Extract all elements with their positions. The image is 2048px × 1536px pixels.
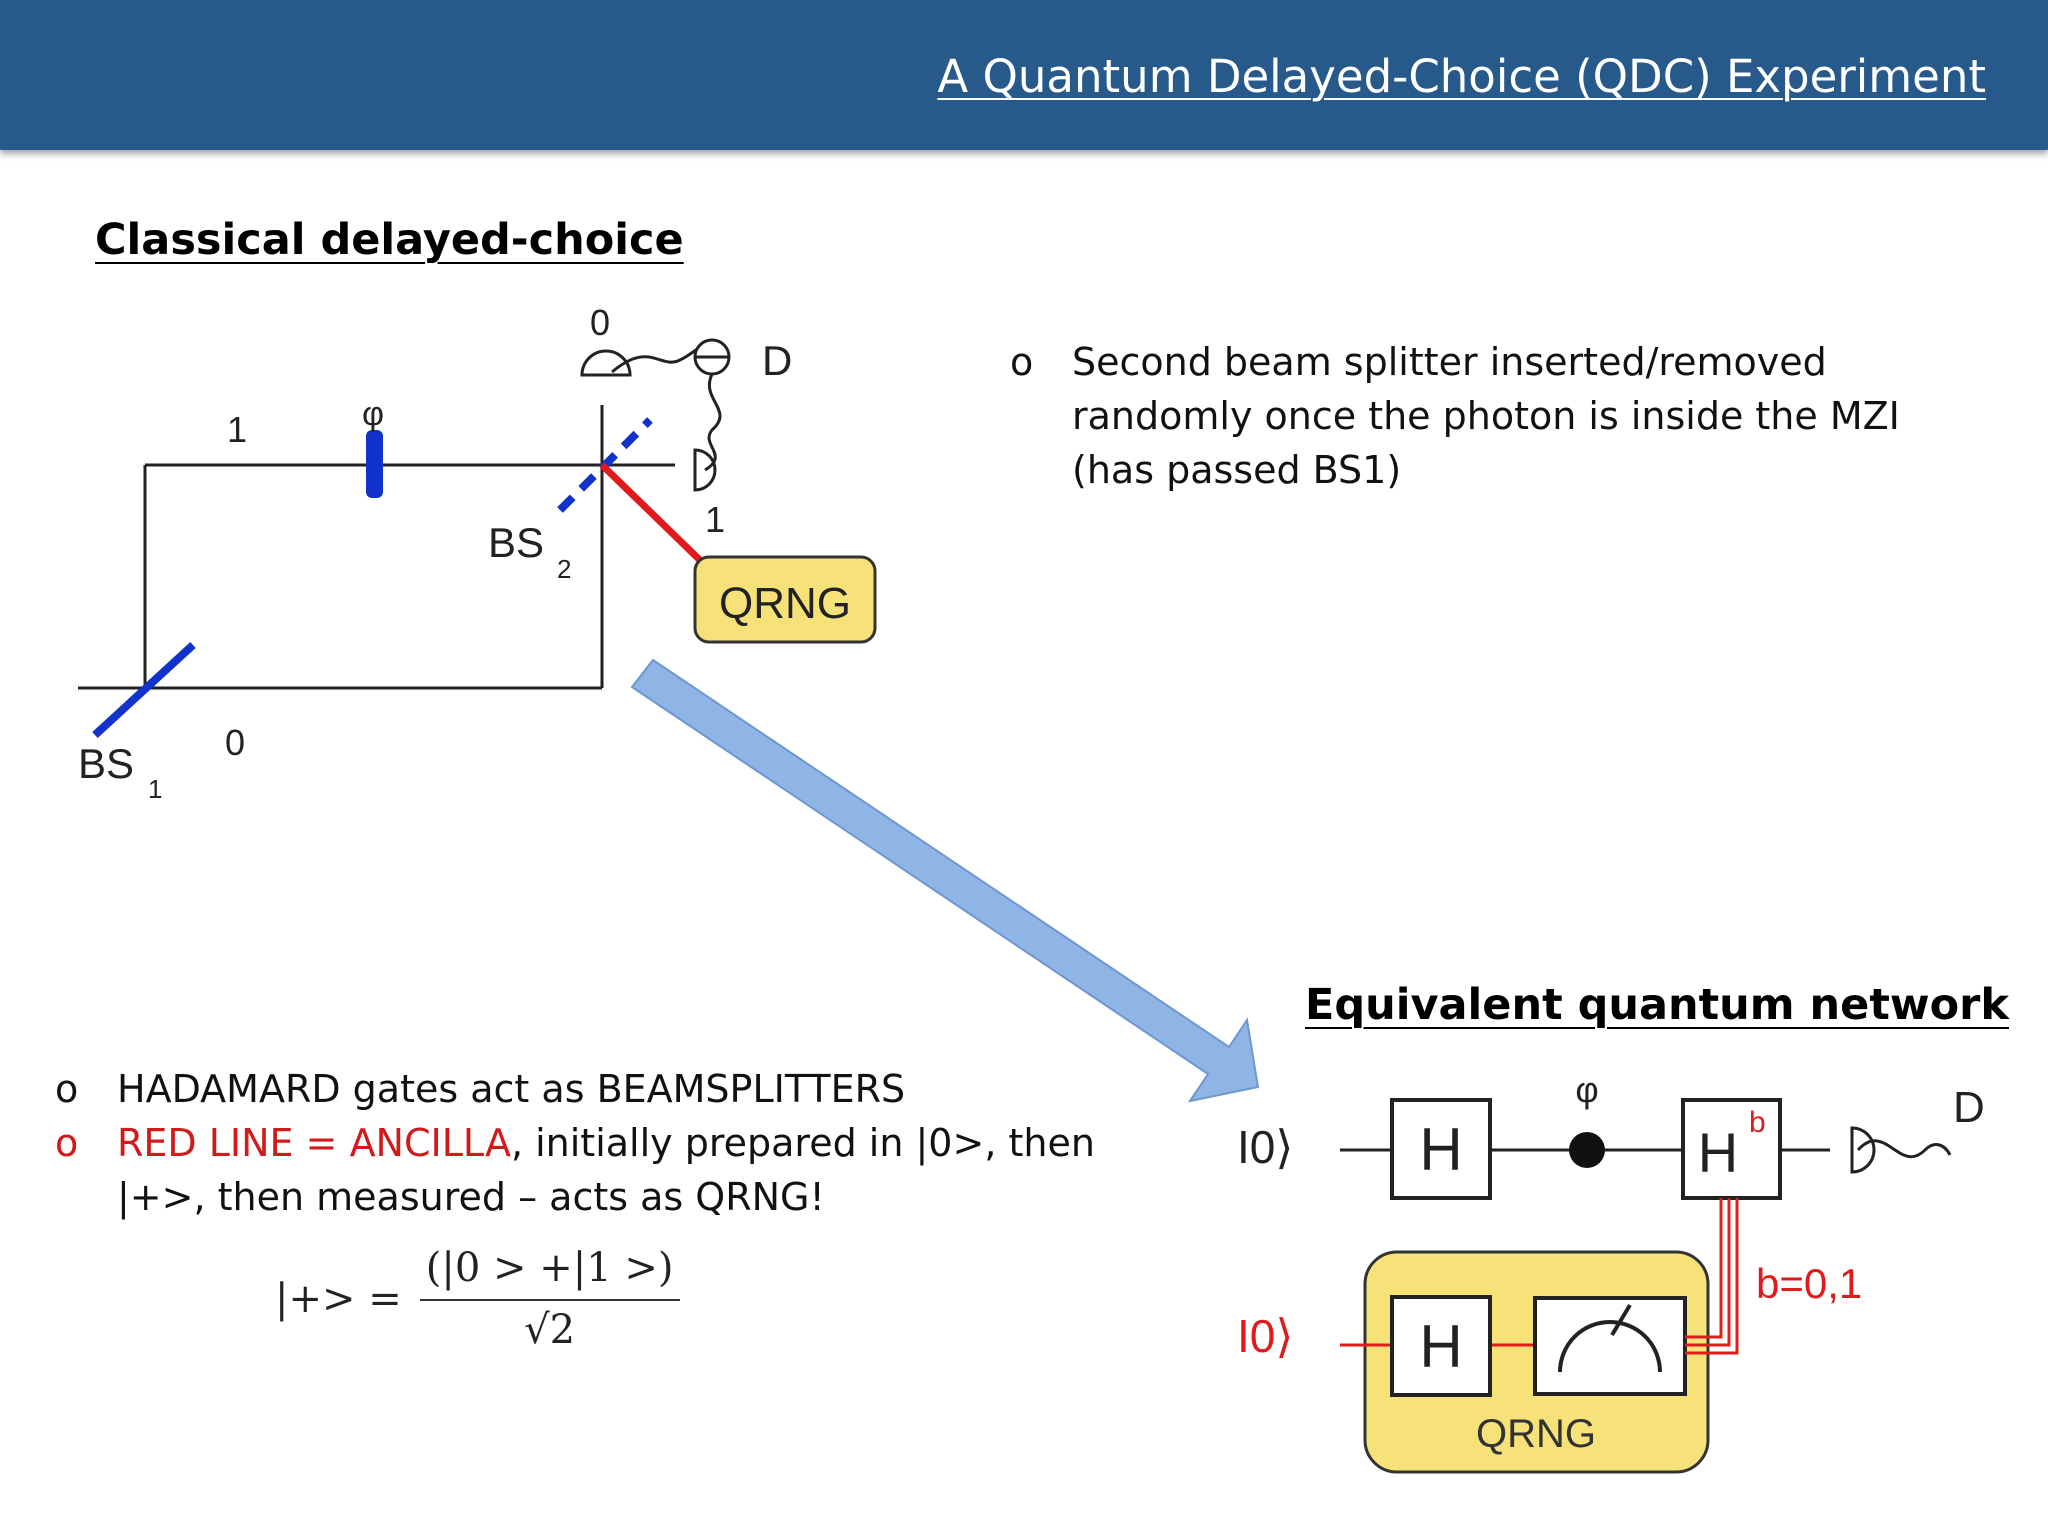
phi-label: φ <box>362 395 384 433</box>
quantum-network-diagram: I0⟩ I0⟩ H H b H φ D b=0,1 QRNG <box>1237 1069 1985 1474</box>
formula-fraction: (|0 > +|1 >) √2 <box>419 1245 680 1353</box>
b-values-label: b=0,1 <box>1756 1260 1862 1307</box>
bullet-item: o RED LINE = ANCILLA, initially prepared… <box>55 1116 1115 1224</box>
hadamard-gate-b <box>1681 1098 1782 1200</box>
mzi-diagram: 1 0 φ BS 1 BS 2 0 1 D QRNG <box>78 302 877 804</box>
arm-0-label: 0 <box>225 722 245 763</box>
qrng-box <box>693 555 877 644</box>
hadamard-gate-2 <box>1390 1295 1492 1397</box>
notes-bullets: o HADAMARD gates act as BEAMSPLITTERS o … <box>55 1062 1115 1224</box>
measurement-meter <box>1533 1296 1687 1396</box>
bs2-subscript: 2 <box>557 554 571 584</box>
bullet-text: , initially prepared in |0>, then |+>, t… <box>117 1121 1095 1219</box>
h2-label: H <box>1419 1313 1462 1380</box>
quantum-title: Equivalent quantum network <box>1305 980 2009 1030</box>
bullet-mark: o <box>55 1067 79 1111</box>
bs1-mirror <box>92 642 196 738</box>
formula-numerator: (|0 > +|1 >) <box>419 1245 680 1301</box>
bullet-text: HADAMARD gates act as BEAMSPLITTERS <box>117 1067 906 1111</box>
phase-shifter <box>366 430 383 498</box>
qrng-control-line <box>599 462 708 568</box>
phi-label-quantum: φ <box>1575 1069 1598 1110</box>
qrng-label: QRNG <box>719 579 851 628</box>
ket-top-label: I0⟩ <box>1237 1121 1293 1173</box>
slide-title: A Quantum Delayed-Choice (QDC) Experimen… <box>937 50 1986 103</box>
output-0-label: 0 <box>590 302 610 343</box>
classical-title: Classical delayed-choice <box>95 215 684 265</box>
h1-label: H <box>1419 1116 1462 1183</box>
transition-arrow <box>630 658 1260 1103</box>
phase-dot <box>1569 1132 1605 1168</box>
detector-d-icon <box>1850 1126 1876 1174</box>
plus-state-formula: |+> = (|0 > +|1 >) √2 <box>275 1245 680 1353</box>
hb-superscript: b <box>1749 1106 1766 1139</box>
bs2-label: BS <box>488 519 544 566</box>
meter-dial-icon <box>1558 1320 1662 1373</box>
qrng-block-label: QRNG <box>1476 1412 1596 1456</box>
classical-bullets: o Second beam splitter inserted/removed … <box>1010 335 1970 497</box>
output-1-label: 1 <box>705 499 725 540</box>
bullet-mark: o <box>1010 340 1034 384</box>
formula-lhs: |+> = <box>275 1276 402 1322</box>
bullet-text: Second beam splitter inserted/removed ra… <box>1072 340 1900 492</box>
bullet-red-text: RED LINE = ANCILLA <box>117 1121 511 1165</box>
formula-denominator: √2 <box>524 1307 576 1353</box>
classical-control-wire <box>1685 1198 1731 1347</box>
detector-d-label: D <box>1953 1083 1985 1132</box>
bullet-mark: o <box>55 1121 79 1165</box>
bullet-item: o HADAMARD gates act as BEAMSPLITTERS <box>55 1062 1115 1116</box>
hadamard-gate-1 <box>1390 1098 1492 1200</box>
hb-label: H <box>1698 1121 1738 1184</box>
ket-bottom-label: I0⟩ <box>1237 1310 1293 1362</box>
detector-label: D <box>762 337 792 384</box>
detector-1-icon <box>693 448 717 492</box>
bs1-label: BS <box>78 740 134 787</box>
bullet-item: o Second beam splitter inserted/removed … <box>1010 335 1970 497</box>
header-bar: A Quantum Delayed-Choice (QDC) Experimen… <box>0 0 2048 150</box>
bs1-subscript: 1 <box>148 774 162 804</box>
arm-1-label: 1 <box>227 409 247 450</box>
